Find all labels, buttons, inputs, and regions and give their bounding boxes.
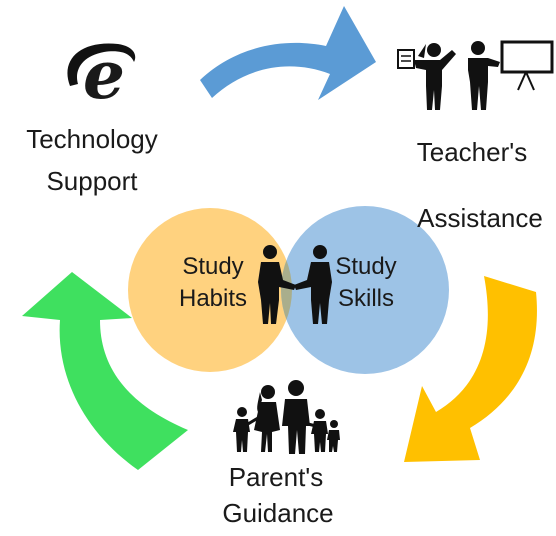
teacher-assistance-label-line2: Assistance bbox=[417, 203, 543, 233]
study-habits-label-line2: Habits bbox=[179, 285, 247, 312]
teacher-presentation-icon bbox=[397, 40, 554, 110]
study-habits-circle bbox=[128, 208, 292, 372]
right-arrow-gold bbox=[404, 276, 537, 462]
technology-support-label-line1: Technology bbox=[26, 124, 158, 154]
technology-support-label-line2: Support bbox=[46, 166, 138, 196]
family-icon bbox=[233, 380, 340, 454]
internet-explorer-icon: e bbox=[67, 36, 136, 114]
study-skills-label-line2: Skills bbox=[338, 285, 394, 312]
handshake-people-icon bbox=[258, 245, 332, 324]
teacher-assistance-label-line1: Teacher's bbox=[417, 137, 527, 167]
parent-guidance-label-line1: Parent's bbox=[229, 462, 324, 492]
study-habits-label-line1: Study bbox=[182, 253, 243, 280]
top-arrow-blue bbox=[200, 6, 376, 100]
parent-guidance-label-line2: Guidance bbox=[222, 498, 333, 528]
study-skills-label-line1: Study bbox=[335, 253, 396, 280]
left-arrow-green bbox=[22, 272, 188, 470]
